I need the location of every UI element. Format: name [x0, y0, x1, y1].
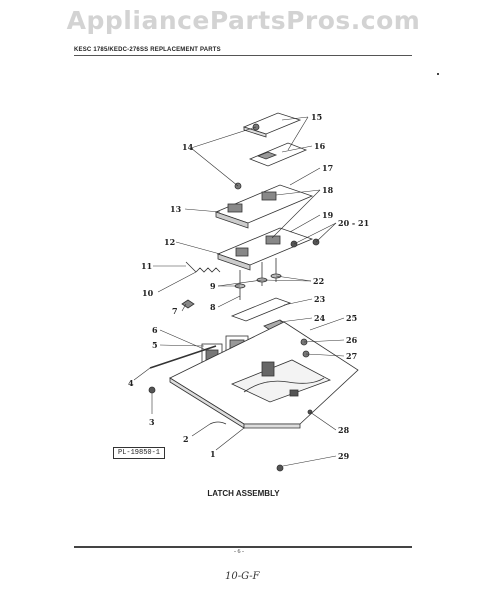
callout-6: 6: [152, 325, 158, 335]
switch-bracket-lower: [216, 227, 314, 271]
callout-8: 8: [210, 302, 216, 312]
callout-22: 22: [313, 276, 324, 286]
leader-lines: [133, 116, 345, 467]
callout-25: 25: [346, 313, 357, 323]
callout-23: 23: [314, 294, 326, 304]
callout-13: 13: [170, 204, 182, 214]
callout-12: 12: [164, 237, 175, 247]
switch-bracket-upper: [214, 184, 314, 229]
screw-part-29: [276, 464, 284, 472]
base-plate: [169, 321, 359, 429]
callout-28: 28: [338, 425, 350, 435]
page-number: - 6 -: [234, 549, 244, 555]
diagram-caption: LATCH ASSEMBLY: [207, 489, 280, 498]
callout-15: 15: [311, 112, 322, 122]
callout-5: 5: [152, 340, 158, 350]
callout-10: 10: [142, 288, 154, 298]
callout-9: 9: [210, 281, 216, 291]
small-clip: [181, 299, 195, 309]
top-plate: [242, 112, 308, 167]
scan-speck: [437, 73, 439, 75]
callout-16: 16: [314, 141, 326, 151]
callout-24: 24: [314, 313, 326, 323]
spring: [195, 267, 221, 273]
callout-17: 17: [322, 163, 333, 173]
callout-20-21: 20 - 21: [338, 218, 369, 228]
latch-arm: [230, 297, 292, 331]
callout-7: 7: [172, 306, 178, 316]
callout-26: 26: [346, 335, 358, 345]
header-rule: [74, 55, 412, 56]
callout-4: 4: [128, 378, 134, 388]
page-header: KESC 1785/KEDC-276SS REPLACEMENT PARTS: [74, 47, 221, 53]
callout-2: 2: [183, 434, 189, 444]
screw-part-3: [148, 386, 156, 394]
callout-14: 14: [182, 142, 194, 152]
handwritten-note: 10-G-F: [225, 571, 260, 582]
clip-part-2: [209, 421, 227, 425]
spring-hook: [185, 261, 197, 273]
figure-code: PL-19850-1: [113, 447, 166, 459]
callout-11: 11: [141, 261, 152, 271]
callout-3: 3: [149, 417, 155, 427]
watermark: AppliancePartsPros.com: [66, 6, 421, 35]
callout-labels: 1 2 3 4 5 6 7 8 9 10 11 12 13 14 15 16 1…: [128, 112, 369, 461]
footer-rule: [74, 546, 412, 548]
callout-18: 18: [322, 185, 334, 195]
callout-29: 29: [338, 451, 350, 461]
callout-19: 19: [322, 210, 334, 220]
callout-1: 1: [210, 449, 216, 459]
callout-27: 27: [346, 351, 357, 361]
